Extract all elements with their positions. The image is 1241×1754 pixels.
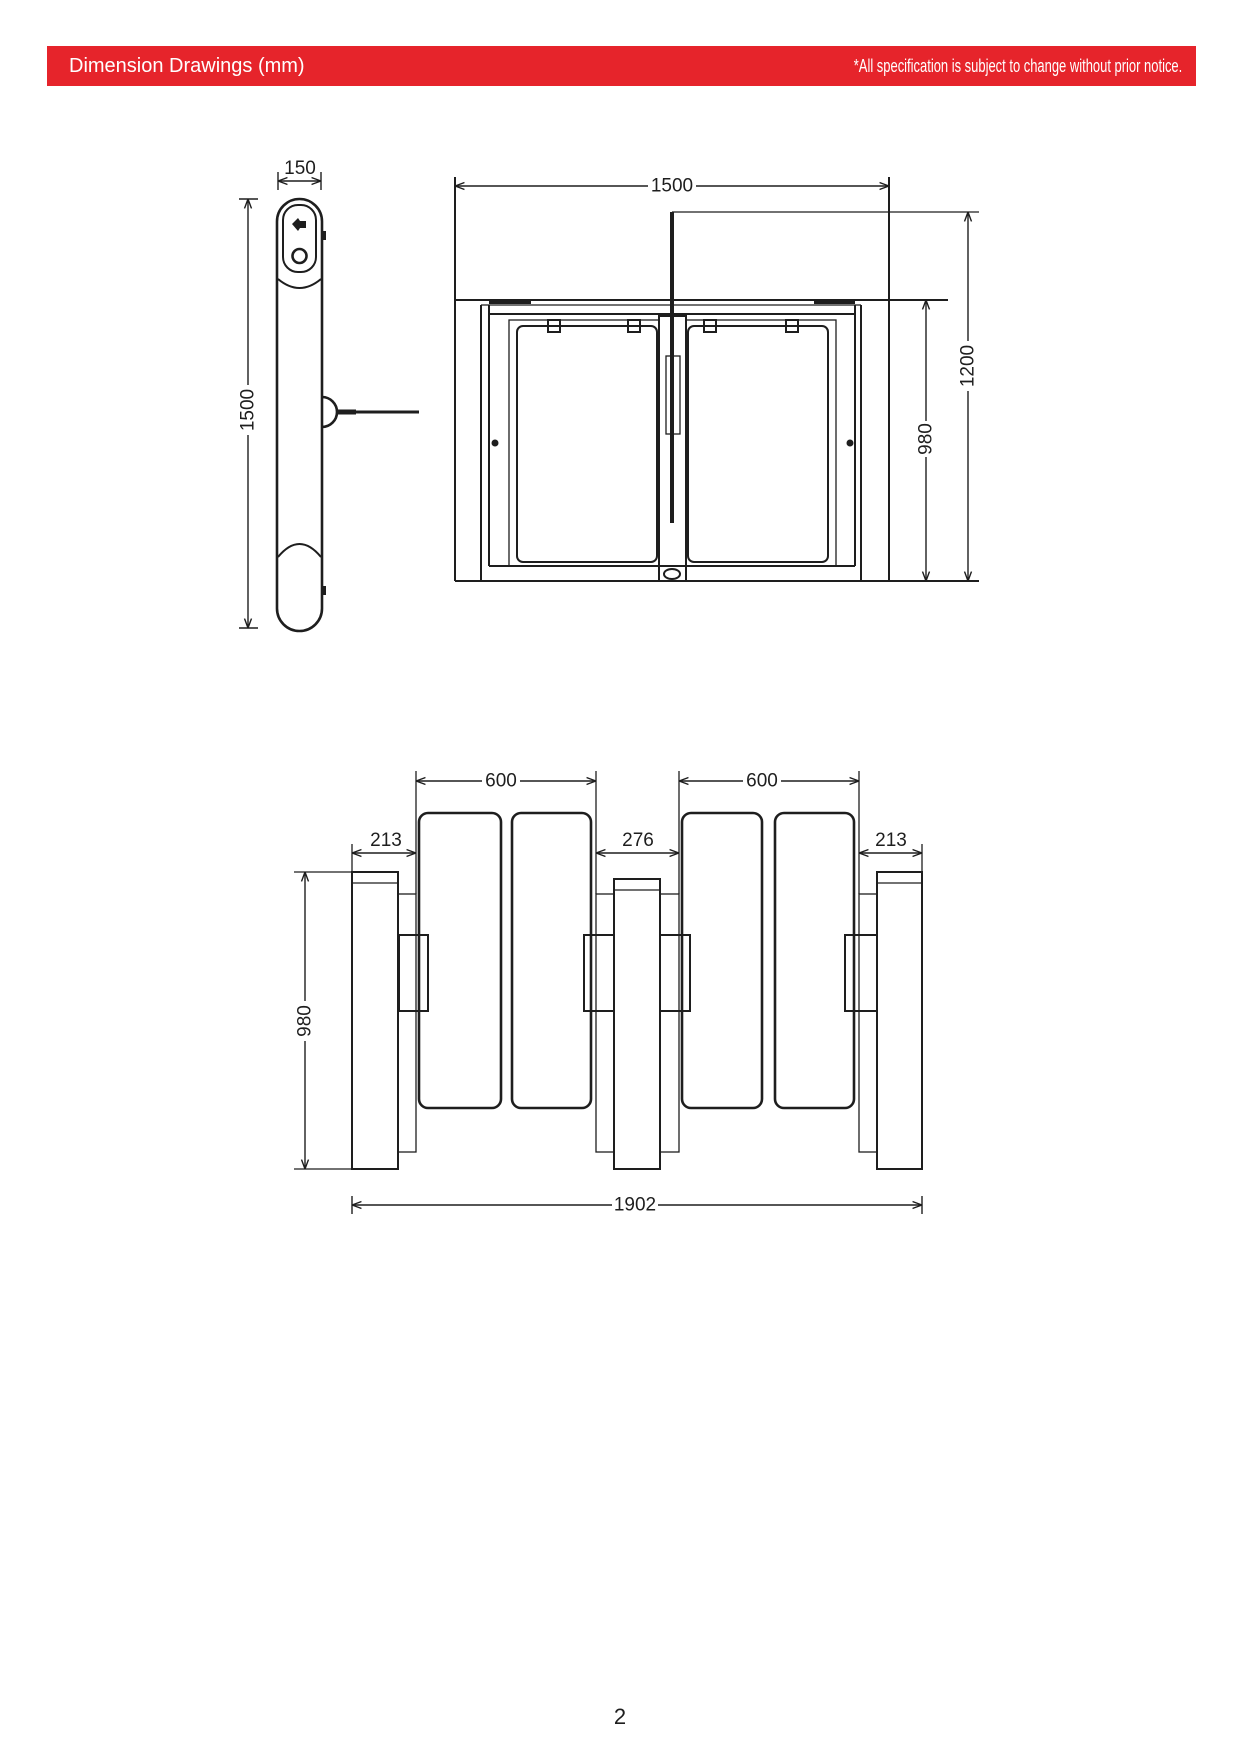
left-offset-dimension: 213 bbox=[351, 830, 416, 872]
top-view-height-dimension: 980 bbox=[294, 871, 352, 1170]
flap-panel bbox=[680, 811, 764, 1110]
middle-right-mount-strip bbox=[659, 893, 680, 1153]
middle-left-mount-strip bbox=[595, 893, 615, 1153]
lower-trim-line bbox=[277, 543, 322, 558]
upper-nub bbox=[322, 231, 326, 240]
flap-bracket bbox=[547, 319, 561, 333]
dimension-label: 276 bbox=[622, 830, 654, 851]
cable-gland bbox=[321, 395, 339, 429]
side-height-dimension: 1500 bbox=[238, 198, 259, 629]
center-lock bbox=[663, 568, 681, 580]
card-reader-icon bbox=[292, 218, 306, 231]
overall-width-dimension: 1902 bbox=[351, 1195, 923, 1216]
middle-right-hinge bbox=[659, 934, 691, 1012]
right-hinge bbox=[844, 934, 878, 1012]
right-mount-strip bbox=[858, 893, 878, 1153]
right-indicator-dot bbox=[846, 439, 854, 447]
dimension-label: 980 bbox=[916, 423, 937, 455]
left-cabinet bbox=[351, 871, 399, 1170]
dimension-label: 213 bbox=[875, 830, 907, 851]
right-lid bbox=[814, 300, 855, 304]
upper-trim-line bbox=[277, 278, 322, 289]
dimension-label: 1500 bbox=[651, 176, 693, 197]
right-flap-panel bbox=[687, 325, 829, 563]
flap-panel bbox=[773, 811, 856, 1110]
dimension-label: 600 bbox=[485, 771, 517, 792]
dimension-label: 600 bbox=[746, 771, 778, 792]
reader-panel bbox=[282, 204, 317, 273]
front-total-height-dimension: 1200 bbox=[672, 211, 979, 581]
flap-bracket bbox=[703, 319, 717, 333]
middle-cabinet bbox=[613, 878, 661, 1170]
left-flap-frame bbox=[508, 319, 660, 567]
right-offset-dimension: 213 bbox=[859, 830, 923, 872]
top-view-drawing: 600 600 213 276 213 bbox=[294, 771, 923, 1216]
dimension-label: 980 bbox=[295, 1005, 316, 1037]
left-indicator-dot bbox=[491, 439, 499, 447]
left-lane-width-dimension: 600 bbox=[415, 771, 597, 894]
side-view-drawing: 150 1500 bbox=[238, 158, 419, 633]
dimension-label: 1500 bbox=[238, 389, 259, 431]
flap-panel bbox=[417, 811, 503, 1110]
flap-bracket bbox=[627, 319, 641, 333]
indicator-light-icon bbox=[291, 247, 308, 265]
flap-panel bbox=[510, 811, 593, 1110]
page-number: 2 bbox=[613, 1704, 627, 1729]
left-hinge bbox=[398, 934, 429, 1012]
section-header: Dimension Drawings (mm) *All specificati… bbox=[47, 46, 1196, 86]
section-title: Dimension Drawings (mm) bbox=[69, 55, 305, 77]
specification-notice: *All specification is subject to change … bbox=[853, 56, 1183, 76]
post-body bbox=[275, 197, 324, 633]
dimension-label: 1902 bbox=[614, 1195, 656, 1216]
dimension-label: 1200 bbox=[958, 345, 979, 387]
front-view-drawing: 1500 1200 980 bbox=[454, 176, 979, 582]
side-width-dimension: 150 bbox=[277, 158, 322, 190]
right-lane-width-dimension: 600 bbox=[678, 771, 860, 894]
center-gap-dimension: 276 bbox=[596, 830, 679, 853]
front-width-dimension: 1500 bbox=[455, 176, 889, 197]
right-cabinet bbox=[876, 871, 923, 1170]
front-cabinet-height-dimension: 980 bbox=[916, 300, 937, 581]
left-flap-panel bbox=[516, 325, 658, 563]
flap-bracket bbox=[785, 319, 799, 333]
middle-left-hinge bbox=[583, 934, 615, 1012]
lower-nub bbox=[322, 586, 326, 595]
dimension-label: 150 bbox=[284, 158, 316, 179]
left-lid bbox=[489, 300, 531, 304]
left-mount-strip bbox=[397, 893, 417, 1153]
right-flap-frame bbox=[685, 319, 837, 567]
dimension-label: 213 bbox=[370, 830, 402, 851]
